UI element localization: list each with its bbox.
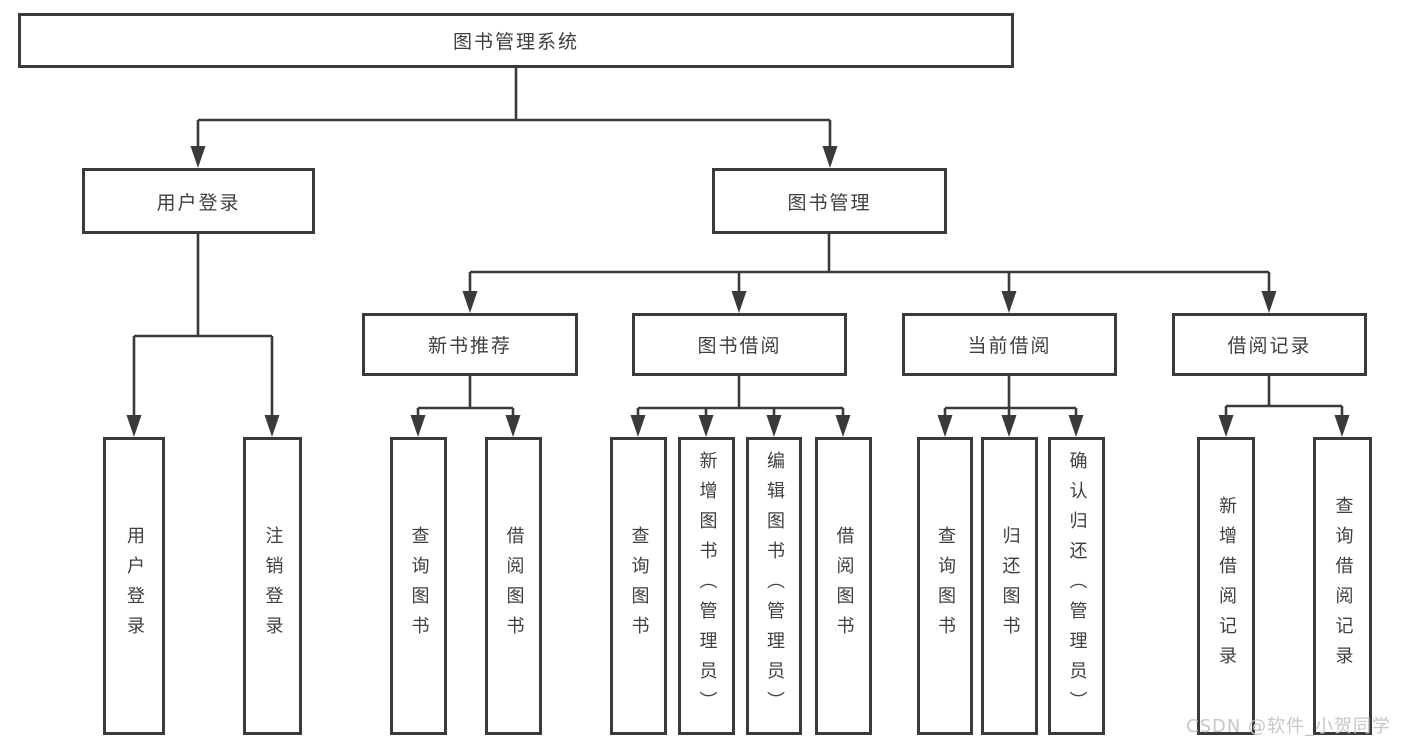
- arrowhead: [1334, 415, 1350, 437]
- leaf-cb-query-books: 查询图书: [917, 437, 973, 735]
- node-book-management: 图书管理: [712, 168, 947, 234]
- arrowhead: [1261, 291, 1277, 313]
- node-user-login: 用户登录: [82, 168, 315, 234]
- leaf-user-login: 用户登录: [103, 437, 165, 735]
- connector-book-management: [462, 234, 1277, 313]
- node-current-borrowing: 当前借阅: [902, 313, 1117, 376]
- leaf-cb-query-books-label: 查询图书: [935, 526, 956, 646]
- arrowhead: [822, 146, 838, 168]
- leaf-br-add-record: 新增借阅记录: [1197, 437, 1255, 735]
- arrowhead: [937, 415, 953, 437]
- connector-user-login: [126, 234, 280, 437]
- node-book-management-label: 图书管理: [787, 191, 872, 214]
- leaf-br-add-record-label: 新增借阅记录: [1216, 496, 1237, 676]
- arrowhead: [264, 415, 280, 437]
- node-root-label: 图书管理系统: [452, 31, 579, 53]
- leaf-cb-return-books-label: 归还图书: [999, 526, 1021, 646]
- connector-root: [190, 68, 838, 168]
- leaf-nbr-borrow-books: 借阅图书: [485, 437, 542, 735]
- leaf-cb-confirm-return-admin-label: 确认归还（管理员）: [1066, 451, 1088, 721]
- arrowhead: [698, 415, 714, 437]
- arrowhead: [1218, 415, 1234, 437]
- leaf-br-query-record: 查询借阅记录: [1313, 437, 1372, 735]
- leaf-user-login-label: 用户登录: [124, 526, 145, 646]
- node-user-login-label: 用户登录: [156, 191, 241, 214]
- leaf-cb-confirm-return-admin: 确认归还（管理员）: [1048, 437, 1105, 735]
- leaf-nbr-query-books-label: 查询图书: [408, 526, 430, 646]
- arrowhead: [835, 415, 851, 437]
- node-book-borrowing-label: 图书借阅: [697, 335, 782, 357]
- arrowhead: [462, 291, 478, 313]
- leaf-bb-borrow-books: 借阅图书: [815, 437, 872, 735]
- node-borrowing-records: 借阅记录: [1172, 313, 1367, 376]
- arrowhead: [1001, 415, 1017, 437]
- leaf-nbr-query-books: 查询图书: [390, 437, 447, 735]
- node-current-borrowing-label: 当前借阅: [967, 335, 1052, 357]
- leaf-bb-edit-books-admin: 编辑图书（管理员）: [746, 437, 802, 735]
- arrowhead: [1001, 291, 1017, 313]
- connector-current-borrowing: [937, 376, 1084, 437]
- leaf-cb-return-books: 归还图书: [981, 437, 1038, 735]
- leaf-logout: 注销登录: [243, 437, 302, 735]
- watermark: CSDN @软件_小贺同学: [1186, 716, 1392, 737]
- node-new-book-recommend: 新书推荐: [362, 313, 578, 376]
- node-root: 图书管理系统: [18, 13, 1014, 68]
- arrowhead: [731, 291, 747, 313]
- node-borrowing-records-label: 借阅记录: [1227, 335, 1312, 357]
- arrowhead: [1068, 415, 1084, 437]
- connector-borrowing-records: [1218, 376, 1350, 437]
- arrowhead: [126, 415, 142, 437]
- arrowhead: [190, 146, 206, 168]
- arrowhead: [410, 415, 426, 437]
- leaf-bb-query-books: 查询图书: [610, 437, 667, 735]
- leaf-bb-edit-books-admin-label: 编辑图书（管理员）: [764, 451, 785, 721]
- leaf-logout-label: 注销登录: [262, 526, 284, 646]
- leaf-bb-add-books-admin-label: 新增图书（管理员）: [696, 451, 718, 721]
- arrowhead: [630, 415, 646, 437]
- connector-new-book-recommend: [410, 376, 521, 437]
- node-new-book-recommend-label: 新书推荐: [427, 335, 512, 357]
- leaf-bb-borrow-books-label: 借阅图书: [833, 526, 855, 646]
- arrowhead: [505, 415, 521, 437]
- leaf-bb-add-books-admin: 新增图书（管理员）: [678, 437, 735, 735]
- connector-book-borrowing: [630, 376, 851, 437]
- leaf-bb-query-books-label: 查询图书: [628, 526, 650, 646]
- leaf-nbr-borrow-books-label: 借阅图书: [503, 526, 525, 646]
- node-book-borrowing: 图书借阅: [632, 313, 847, 376]
- leaf-br-query-record-label: 查询借阅记录: [1332, 496, 1354, 676]
- arrowhead: [766, 415, 782, 437]
